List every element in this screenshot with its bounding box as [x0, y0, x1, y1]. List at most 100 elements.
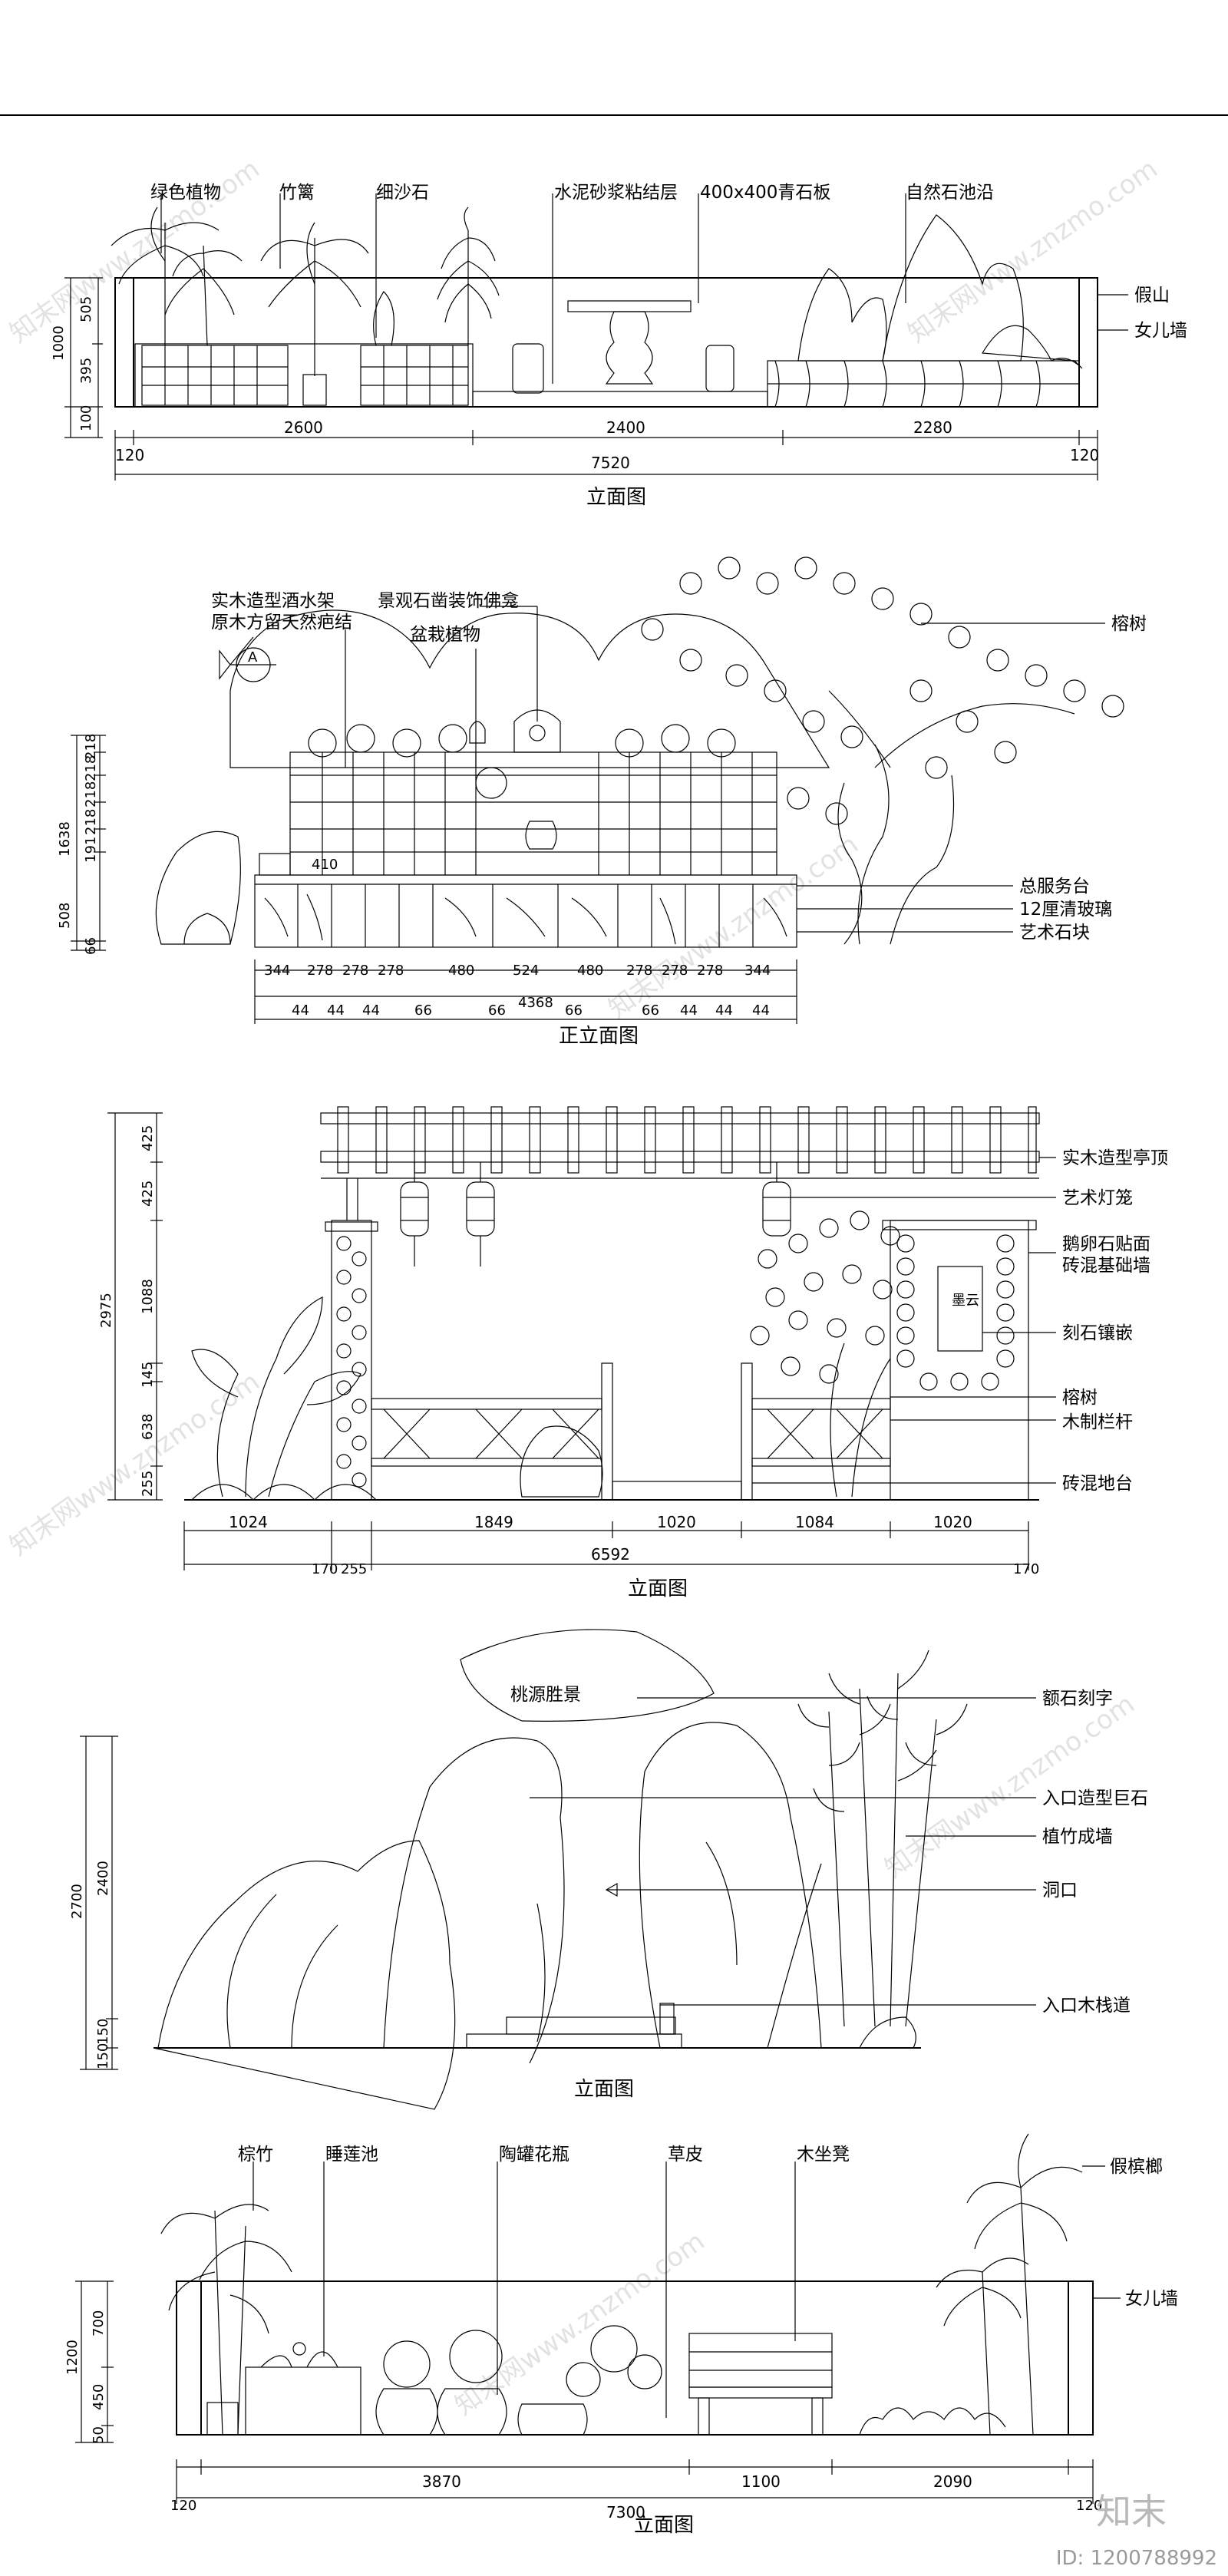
dim-b-278-f: 278	[697, 963, 723, 979]
dim-b-278-d: 278	[626, 963, 652, 979]
ceramic-pots	[375, 2325, 662, 2436]
dim-100: 100	[78, 405, 94, 431]
dim-2280: 2280	[913, 418, 952, 437]
dim-s-66-d: 66	[642, 1002, 659, 1019]
dim-505: 505	[78, 296, 94, 322]
label-potted-plants: 盆栽植物	[410, 625, 480, 645]
dim-s-44-c: 44	[362, 1002, 380, 1019]
palm-bamboo	[160, 2204, 292, 2436]
dim-s-44-d: 44	[680, 1002, 698, 1019]
label-lily-pond: 睡莲池	[325, 2145, 378, 2165]
dim-3870: 3870	[422, 2472, 461, 2491]
label-wine-rack: 实木造型酒水架	[211, 591, 335, 611]
dim-218-c: 218	[83, 755, 99, 781]
dim-4368: 4368	[518, 995, 553, 1011]
drawing-4-left-dims	[80, 1735, 118, 2070]
drawing-5-title: 立面图	[634, 2514, 694, 2537]
wooden-boardwalk	[466, 2003, 682, 2049]
lanterns	[400, 1162, 791, 1267]
dim-b-344-b: 344	[744, 963, 771, 979]
dim-s-66-a: 66	[414, 1002, 432, 1019]
image-id-text: ID: 1200788992	[1055, 2547, 1217, 2570]
drawing-3-bottom-dims	[183, 1521, 1029, 1570]
label-parapet: 女儿墙	[1134, 321, 1187, 341]
dim-2090: 2090	[933, 2472, 972, 2491]
label-rockery: 假山	[1134, 286, 1170, 305]
dim-145: 145	[140, 1362, 156, 1388]
dim-508: 508	[57, 903, 73, 929]
drawing-2-title: 正立面图	[559, 1025, 639, 1048]
dim-395: 395	[78, 358, 94, 384]
brand-logo: 知末	[1096, 2491, 1167, 2532]
label-art-stone: 艺术石块	[1019, 923, 1090, 943]
label-boardwalk: 入口木栈道	[1042, 1996, 1131, 2016]
label-palm-bamboo: 棕竹	[238, 2145, 273, 2165]
label-lawn: 草皮	[668, 2145, 703, 2165]
dim-1020-b: 1020	[933, 1513, 972, 1531]
right-pebble-wall	[882, 1220, 1037, 1501]
buddha-niche	[469, 709, 561, 753]
dim-218-d: 218	[83, 734, 99, 760]
banyan-tree	[641, 556, 1124, 945]
dim-170-a: 170	[312, 1561, 338, 1577]
drawing-4-entrance-rock: 桃源胜景 额石刻字 入口造型巨石 植竹成墙 洞口 入口木栈道 2700 2400…	[69, 1629, 1148, 2110]
areca-palms	[936, 2133, 1083, 2436]
dim-b-278-b: 278	[342, 963, 368, 979]
dim-s-44-b: 44	[327, 1002, 345, 1019]
dim-b-480-b: 480	[577, 963, 603, 979]
dim-66: 66	[83, 937, 99, 955]
label-fine-gravel: 细沙石	[376, 183, 429, 203]
dim-150-b: 150	[95, 2043, 111, 2069]
drawing-1-left-dims	[64, 277, 103, 438]
dim-2600: 2600	[284, 418, 323, 437]
dim-s-66-c: 66	[565, 1002, 583, 1019]
dim-b-278-a: 278	[307, 963, 333, 979]
label-carved-stone: 刻石镶嵌	[1062, 1323, 1133, 1343]
label-areca-palm: 假槟榔	[1110, 2157, 1163, 2177]
dim-425-a: 425	[140, 1125, 156, 1151]
label-clear-glass: 12厘清玻璃	[1019, 900, 1112, 920]
rockery	[767, 214, 1083, 408]
dim-1084: 1084	[795, 1513, 834, 1531]
label-raw-wood: 原木方留天然疤结	[211, 613, 352, 632]
drawing-5-leaders	[253, 2162, 1121, 2418]
wooden-bench	[688, 2333, 833, 2436]
dim-b-524: 524	[513, 963, 539, 979]
dim-120-right: 120	[1070, 446, 1099, 464]
drawing-3-leaders	[752, 1157, 1056, 1484]
parapet-right	[1078, 277, 1098, 408]
bamboo-wall	[797, 1650, 968, 2027]
label-inscription: 额石刻字	[1042, 1689, 1113, 1709]
drawing-2-service-counter: A 实木造型酒水架 原木方留天然疤结 景观石凿装饰佛龛 盆栽植物 榕树 总服务台…	[57, 556, 1147, 1048]
label-pergola-roof: 实木造型亭顶	[1062, 1148, 1168, 1168]
dim-255-b: 255	[341, 1561, 367, 1577]
dim-700: 700	[91, 2310, 107, 2337]
label-parapet-5: 女儿墙	[1125, 2289, 1178, 2309]
dim-7300: 7300	[606, 2503, 645, 2522]
service-counter	[254, 874, 797, 948]
dim-b-480-a: 480	[448, 963, 474, 979]
dim-255: 255	[140, 1471, 156, 1497]
label-railing: 木制栏杆	[1062, 1412, 1133, 1432]
dim-1849: 1849	[474, 1513, 513, 1531]
drawing-3-left-dims	[107, 1112, 163, 1501]
left-pebble-column	[325, 1178, 378, 1501]
dim-120-5a: 120	[170, 2498, 196, 2514]
stone-table	[567, 300, 692, 385]
counter-box	[259, 853, 291, 876]
parapet-left	[114, 277, 134, 408]
dim-s-44-f: 44	[752, 1002, 770, 1019]
label-service-counter: 总服务台	[1019, 877, 1090, 897]
carved-stone-text: 墨云	[952, 1293, 979, 1309]
drawing-2-bottom-dims	[254, 959, 797, 1024]
planter-base	[134, 343, 474, 408]
dim-s-66-b: 66	[488, 1002, 506, 1019]
dim-218-a: 218	[83, 809, 99, 835]
dim-1024-a: 1024	[229, 1513, 268, 1531]
dim-410: 410	[312, 857, 338, 873]
dim-218-b: 218	[83, 781, 99, 807]
dim-1100: 1100	[741, 2472, 781, 2491]
drawing-4-leaders	[530, 1697, 1036, 2006]
label-boulder: 入口造型巨石	[1042, 1788, 1148, 1808]
